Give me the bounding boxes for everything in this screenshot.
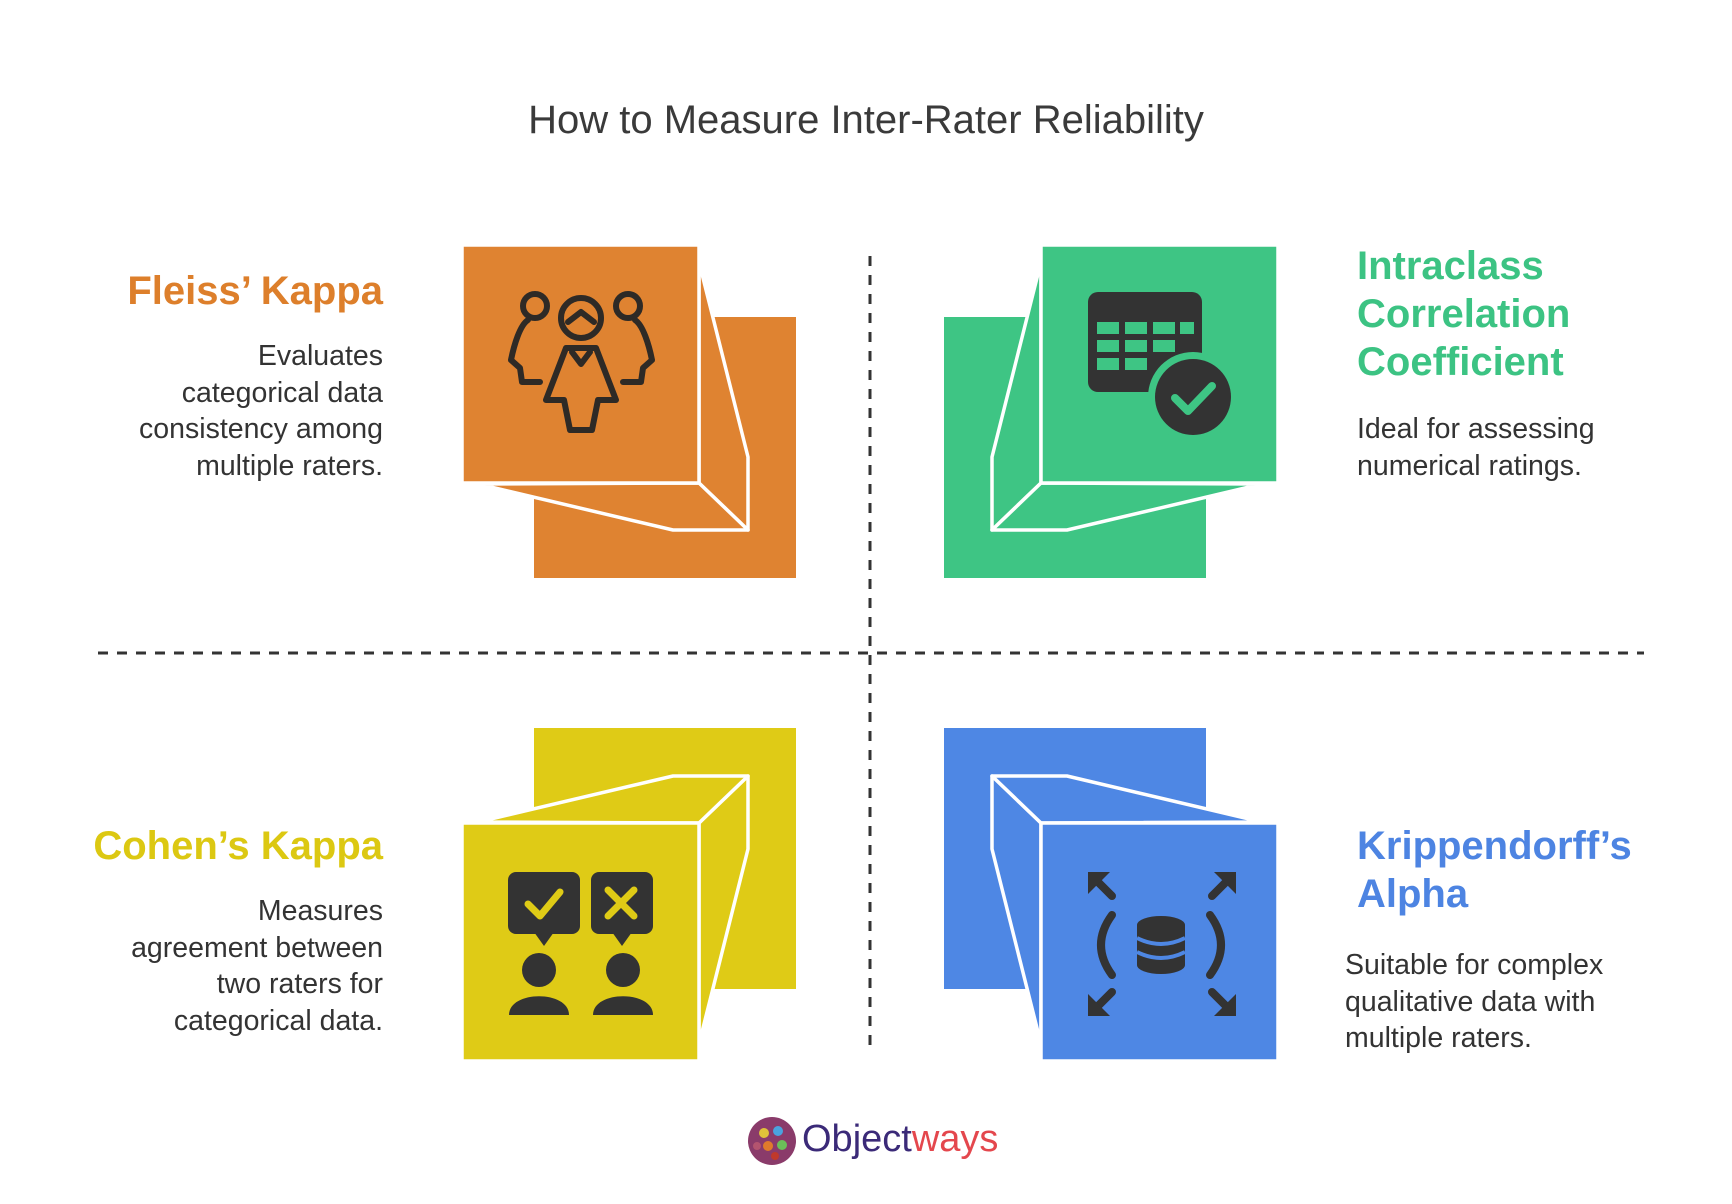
group-people-icon	[508, 291, 655, 433]
heading-line: Correlation	[1357, 292, 1571, 336]
description-line: Evaluates	[257, 340, 383, 372]
description-line: two raters for	[216, 968, 383, 1000]
fleiss-description: Evaluates categorical data consistency a…	[60, 338, 383, 484]
heading-line: Coefficient	[1357, 340, 1564, 384]
cohen-heading: Cohen’s Kappa	[60, 822, 383, 870]
two-raters-agree-disagree-icon	[508, 872, 653, 1015]
description-line: multiple raters.	[1345, 1022, 1532, 1054]
description-line: categorical data	[181, 376, 383, 409]
heading-line: Fleiss’ Kappa	[127, 269, 383, 313]
heading-line: Cohen’s Kappa	[93, 824, 383, 868]
objectways-logo-globe	[748, 1117, 796, 1165]
description-line: categorical data.	[173, 1004, 383, 1037]
cohen-description: Measures agreement between two raters fo…	[60, 893, 383, 1039]
description-line: numerical ratings.	[1357, 449, 1582, 482]
description-line: Measures	[257, 895, 383, 927]
logo-text-object: Object	[802, 1118, 912, 1160]
table-check-icon	[1088, 292, 1238, 442]
fleiss-heading: Fleiss’ Kappa	[100, 267, 383, 315]
heading-line: Intraclass	[1357, 244, 1544, 288]
icc-description: Ideal for assessing numerical ratings.	[1357, 411, 1595, 484]
icc-heading: Intraclass Correlation Coefficient	[1357, 242, 1570, 386]
logo-text-ways: ways	[911, 1118, 999, 1160]
description-line: Suitable for complex	[1345, 949, 1604, 981]
description-line: multiple raters.	[196, 449, 383, 482]
description-line: qualitative data with	[1345, 985, 1596, 1018]
page-title: How to Measure Inter-Rater Reliability	[528, 98, 1204, 142]
description-line: agreement between	[131, 931, 383, 964]
krippendorff-heading: Krippendorff’s Alpha	[1357, 822, 1632, 918]
heading-line: Alpha	[1357, 872, 1469, 916]
description-line: consistency among	[139, 413, 383, 445]
database-expand-icon	[1088, 872, 1236, 1016]
description-line: Ideal for assessing	[1357, 413, 1595, 445]
krippendorff-description: Suitable for complex qualitative data wi…	[1345, 947, 1603, 1057]
heading-line: Krippendorff’s	[1357, 824, 1632, 868]
